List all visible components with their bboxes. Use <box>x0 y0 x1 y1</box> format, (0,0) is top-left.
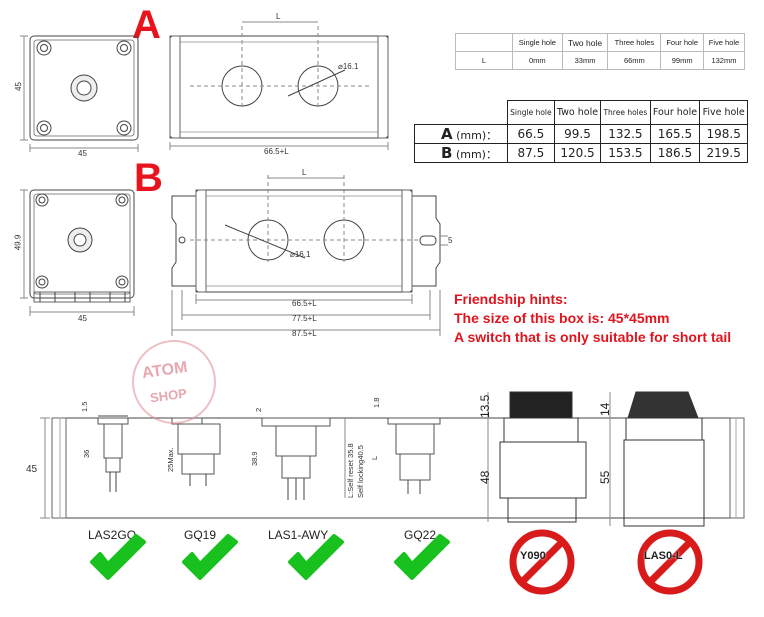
size-table-header: Four hole <box>649 100 701 125</box>
size-table-cell: 219.5 <box>699 143 748 163</box>
l-table-cell: 33mm <box>561 51 609 70</box>
las1-note-1: L:Self reset 35.8 <box>346 443 355 498</box>
box-b-top-view <box>29 189 135 299</box>
box-b-right-flange <box>411 195 441 287</box>
dim-36: 36 <box>82 449 91 458</box>
b-length2-dim: 77.5+L <box>292 314 317 323</box>
b-slot-dim: 5 <box>448 236 453 245</box>
dim-1-5: 1.5 <box>80 401 89 412</box>
las0-body-dim: 55 <box>598 470 612 484</box>
box-b-left-flange <box>171 195 197 287</box>
size-table-header: Two hole <box>553 100 602 125</box>
size-table-cell: 120.5 <box>553 143 602 163</box>
size-table-cell: 153.5 <box>600 143 651 163</box>
las1-note-2: Self locking40.5 <box>356 445 365 498</box>
b-length3-dim: 87.5+L <box>292 329 317 338</box>
b-width-dim: 45 <box>78 314 87 323</box>
box-a-side-view <box>169 35 389 139</box>
l-table-header: Four hole <box>660 33 704 52</box>
switch-label-gq19: GQ19 <box>184 528 217 542</box>
l-table-cell: 132mm <box>702 51 746 70</box>
l-table-header: Three holes <box>607 33 662 52</box>
box-a-top-view <box>29 35 139 141</box>
dim-2: 2 <box>254 407 263 412</box>
b-hole-dim: ⌀16.1 <box>290 250 311 259</box>
size-table-row-label: A (mm)： <box>414 124 508 144</box>
b-height-dim: 49.9 <box>13 234 23 251</box>
a-length-dim: 66.5+L <box>264 147 289 156</box>
size-table-header: Three holes <box>600 100 651 125</box>
check-icon <box>288 534 344 580</box>
size-table-cell: 66.5 <box>507 124 555 144</box>
section-box <box>51 417 745 519</box>
l-table-header: Two hole <box>561 33 609 52</box>
l-table-header: Single hole <box>512 33 563 52</box>
l-table-cell: 99mm <box>660 51 704 70</box>
check-icon <box>90 534 146 580</box>
size-table: Single hole Two hole Three holes Four ho… <box>414 100 748 163</box>
l-table-row-label: L <box>455 51 513 70</box>
watermark-bottom: SHOP <box>149 385 188 406</box>
watermark-top: ATOM <box>140 358 189 383</box>
size-table-cell: 132.5 <box>600 124 651 144</box>
l-table-header: Five hole <box>702 33 746 52</box>
y090-body-dim: 48 <box>478 470 492 484</box>
section-b-letter: B <box>134 156 163 200</box>
watermark-stamp: ATOM SHOP <box>132 340 216 424</box>
l-table: Single hole Two hole Three holes Four ho… <box>455 33 746 70</box>
switch-label-las0-l: LAS0-L <box>644 550 683 562</box>
hints-title: Friendship hints: <box>454 291 568 307</box>
hints-line1: The size of this box is: 45*45mm <box>454 310 670 326</box>
gq19-dim: 25Max. <box>166 447 175 472</box>
l-table-cell: 66mm <box>607 51 662 70</box>
b-length1-dim: 66.5+L <box>292 299 317 308</box>
hints-line2: A switch that is only suitable for short… <box>454 329 732 345</box>
size-table-header: Five hole <box>699 100 748 125</box>
check-icon <box>182 534 238 580</box>
box-b-side-view <box>195 189 413 293</box>
a-hole-dim: ⌀16.1 <box>338 62 359 71</box>
section-a-letter: A <box>132 3 161 47</box>
switch-label-gq22: GQ22 <box>404 528 437 542</box>
check-icon <box>394 534 450 580</box>
y090-top-dim: 13.5 <box>478 394 492 418</box>
switch-label-y090: Y090 <box>520 550 546 562</box>
dim-38-9: 38.9 <box>250 451 259 466</box>
l-table-cell: 0mm <box>512 51 563 70</box>
prohibited-icon: LAS0-L <box>636 528 704 596</box>
gq22-l-dim: L <box>370 455 379 460</box>
b-spacing-dim: L <box>302 168 307 177</box>
switch-label-las1-awy: LAS1-AWY <box>268 528 329 542</box>
a-spacing-dim: L <box>276 12 281 21</box>
size-table-header: Single hole <box>507 100 555 125</box>
size-table-cell: 186.5 <box>649 143 701 163</box>
size-table-cell: 99.5 <box>553 124 602 144</box>
a-width-dim: 45 <box>78 149 87 158</box>
box-height-dim: 45 <box>26 464 38 475</box>
size-table-cell: 198.5 <box>699 124 748 144</box>
size-table-cell: 87.5 <box>507 143 555 163</box>
a-height-dim: 45 <box>13 82 23 91</box>
size-table-cell: 165.5 <box>649 124 701 144</box>
las0-top-dim: 14 <box>598 402 612 416</box>
prohibited-icon: Y090 <box>508 528 576 596</box>
dim-1-8: 1.8 <box>372 397 381 408</box>
switch-label-las2gq: LAS2GQ <box>88 528 137 542</box>
size-table-row-label: B (mm)： <box>414 143 508 163</box>
